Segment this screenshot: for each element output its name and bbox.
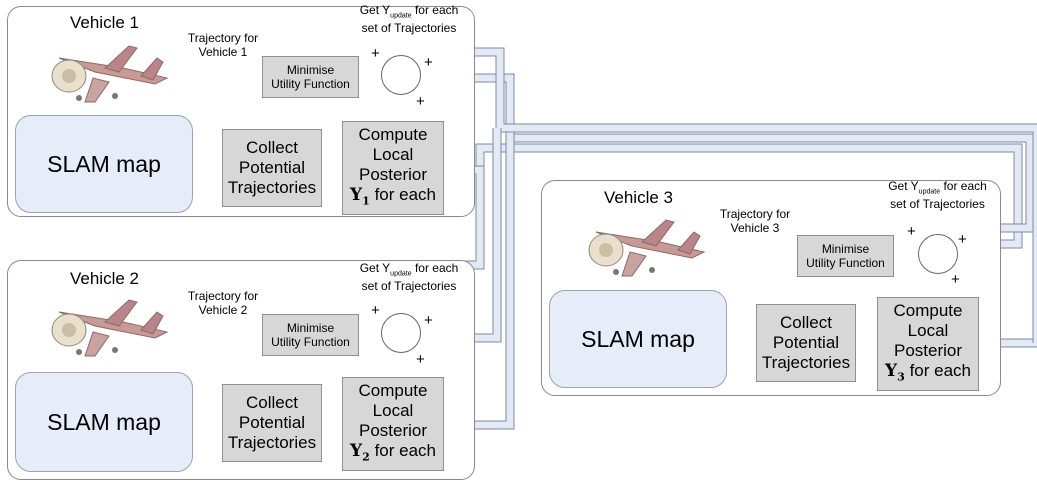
vehicle-2-aircraft-icon (51, 299, 169, 357)
vehicle-1-minimise-label: Minimise Utility Function (271, 63, 350, 91)
vehicle-3-plus-sign: + (907, 223, 916, 240)
vehicle-3-plus-sign: + (951, 271, 960, 288)
vehicle-1-plus-sign: + (371, 45, 380, 62)
vehicle-3-collect-label: Collect Potential Trajectories (761, 313, 851, 372)
vehicle-2-trajectory-label: Trajectory for Vehicle 2 (187, 289, 259, 317)
vehicle-1-collect-box: Collect Potential Trajectories (222, 129, 322, 207)
vehicle-1-collect-label: Collect Potential Trajectories (227, 138, 317, 197)
vehicle-2-minimise-box: Minimise Utility Function (262, 314, 359, 356)
vehicle-2-minimise-label: Minimise Utility Function (271, 321, 350, 349)
vehicle-3-compute-box: Compute Local Posterior Y3 for each (877, 297, 979, 391)
vehicle-1-minimise-box: Minimise Utility Function (262, 56, 359, 98)
vehicle-3-minimise-box: Minimise Utility Function (797, 235, 894, 277)
vehicle-1-slam-map: SLAM map (15, 115, 193, 213)
vehicle-2-compute-box: Compute Local Posterior Y2 for each (342, 377, 444, 471)
vehicle-2-collect-box: Collect Potential Trajectories (222, 384, 322, 462)
vehicle-1-summing-junction (381, 55, 421, 95)
vehicle-3-aircraft-icon (588, 219, 706, 277)
vehicle-1-plus-sign: + (416, 93, 425, 110)
vehicle-1-compute-box: Compute Local Posterior Y1 for each (342, 121, 444, 215)
vehicle-1-slam-label: SLAM map (47, 150, 161, 177)
vehicle-3-summing-junction (918, 234, 958, 274)
vehicle-1-aircraft-icon (51, 45, 169, 103)
vehicle-2-plus-sign: + (371, 302, 380, 319)
vehicle-2-collect-label: Collect Potential Trajectories (227, 393, 317, 452)
vehicle-2-title: Vehicle 2 (70, 269, 139, 288)
vehicle-3-plus-sign: + (958, 231, 967, 248)
vehicle-1-trajectory-label: Trajectory for Vehicle 1 (187, 31, 259, 59)
vehicle-3-slam-label: SLAM map (581, 325, 695, 352)
vehicle-3-collect-box: Collect Potential Trajectories (756, 304, 856, 382)
vehicle-2-plus-sign: + (424, 312, 433, 329)
vehicle-2-summing-junction (381, 313, 421, 353)
vehicle-2-slam-label: SLAM map (47, 408, 161, 435)
vehicle-3-title: Vehicle 3 (604, 188, 673, 207)
vehicle-1-plus-sign: + (424, 54, 433, 71)
vehicle-1-title: Vehicle 1 (70, 13, 139, 32)
vehicle-2-slam-map: SLAM map (15, 372, 193, 472)
vehicle-2-plus-sign: + (416, 351, 425, 368)
vehicle-3-trajectory-label: Trajectory for Vehicle 3 (719, 207, 791, 235)
vehicle-3-minimise-label: Minimise Utility Function (806, 242, 885, 270)
vehicle-3-slam-map: SLAM map (549, 290, 727, 388)
